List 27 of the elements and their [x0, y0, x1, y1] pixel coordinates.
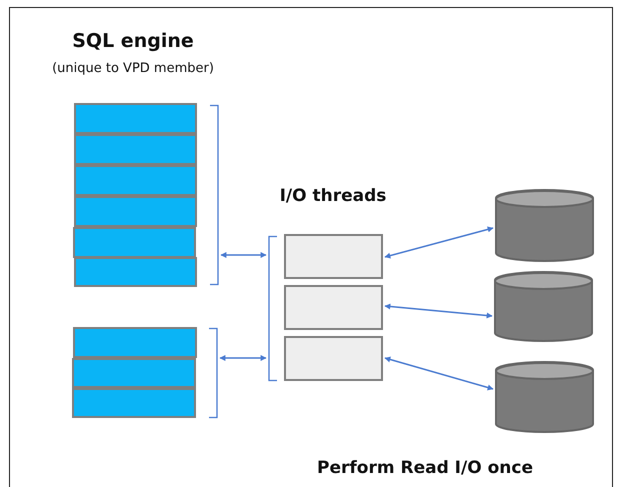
process-box: [284, 336, 383, 381]
double-arrow: [384, 226, 494, 258]
double-arrow: [384, 304, 493, 318]
process-box: [74, 257, 197, 287]
bracket: [268, 236, 277, 381]
bracket: [210, 105, 219, 285]
process-box: [74, 134, 197, 165]
heading: SQL engine: [72, 30, 194, 52]
process-box: [74, 196, 197, 227]
group-heading: I/O threads: [280, 186, 386, 206]
process-box: [284, 285, 383, 330]
database-cylinder: [494, 272, 593, 342]
process-box: [73, 227, 196, 258]
database-cylinder: [495, 190, 594, 262]
process-box: [284, 234, 383, 279]
process-box: [74, 103, 197, 134]
subheading: (unique to VPD member): [52, 61, 214, 76]
double-arrow: [219, 355, 267, 361]
double-arrow: [384, 356, 494, 390]
process-box: [74, 165, 197, 196]
process-box: [73, 327, 197, 358]
process-box: [72, 388, 196, 418]
process-box: [72, 358, 196, 388]
caption-text: Perform Read I/O once: [317, 458, 533, 478]
database-cylinder: [495, 362, 594, 433]
bracket: [209, 328, 218, 418]
double-arrow: [220, 252, 267, 258]
